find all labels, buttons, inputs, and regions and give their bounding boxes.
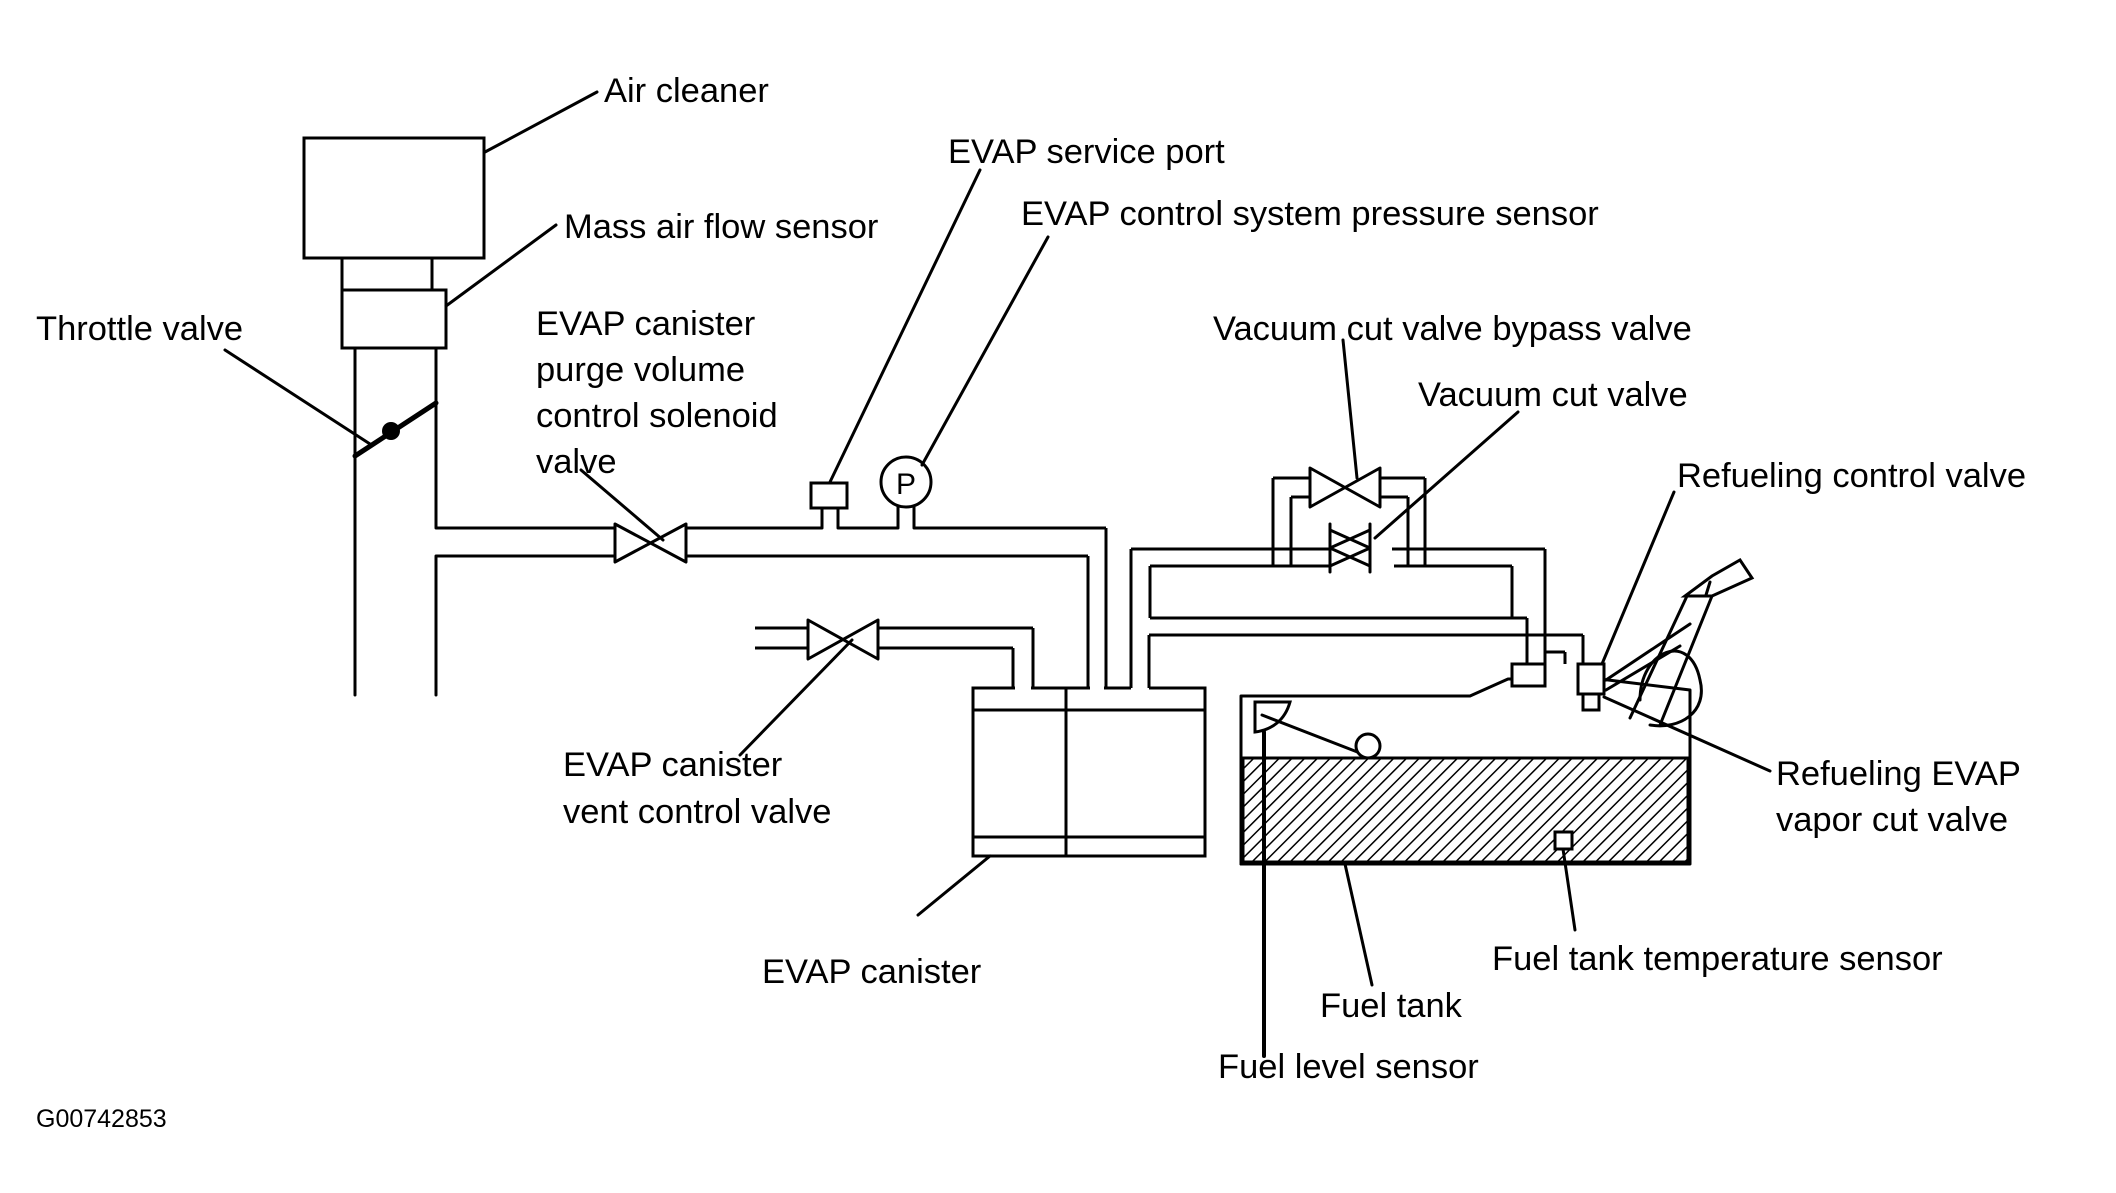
label-evap-canister: EVAP canister xyxy=(762,953,981,991)
mass-air-flow-sensor xyxy=(340,288,448,350)
evap-service-port xyxy=(809,481,849,530)
purge-volume-control-solenoid-valve xyxy=(613,522,688,564)
label-vent-control-valve-line1: EVAP canister xyxy=(563,746,782,784)
vacuum-cut-valve-bypass-valve xyxy=(1308,466,1382,509)
air-cleaner xyxy=(302,136,486,260)
throttle-valve xyxy=(352,400,439,459)
purge-line xyxy=(436,526,1108,688)
refueling-evap-vapor-cut-valve xyxy=(1576,662,1606,712)
fuel-tank-temperature-sensor xyxy=(1553,830,1574,851)
pressure-sensor-symbol: P xyxy=(896,468,916,501)
fuel-tank xyxy=(1239,677,1692,866)
label-vacuum-cut-valve: Vacuum cut valve xyxy=(1418,376,1688,414)
intake-duct xyxy=(340,256,438,697)
label-fuel-level-sensor: Fuel level sensor xyxy=(1218,1048,1479,1086)
label-purge-valve-line4: valve xyxy=(536,443,617,481)
label-fuel-tank: Fuel tank xyxy=(1320,987,1463,1025)
label-purge-valve-line3: control solenoid xyxy=(536,397,778,435)
label-throttle-valve: Throttle valve xyxy=(36,310,243,348)
refueling-control-valve xyxy=(1510,662,1547,688)
evap-pressure-sensor: P xyxy=(879,455,933,530)
fuel-level-sensor xyxy=(1253,700,1382,1058)
label-refueling-vapor-cut-line2: vapor cut valve xyxy=(1776,801,2008,839)
label-purge-valve-line2: purge volume xyxy=(536,351,745,389)
label-evap-service-port: EVAP service port xyxy=(948,133,1225,171)
label-refueling-control-valve: Refueling control valve xyxy=(1677,457,2026,495)
label-vent-control-valve-line2: vent control valve xyxy=(563,793,831,831)
evap-canister xyxy=(971,685,1207,858)
label-fuel-tank-temperature-sensor: Fuel tank temperature sensor xyxy=(1492,940,1943,978)
filler-neck xyxy=(1604,558,1755,728)
label-purge-valve-line1: EVAP canister xyxy=(536,305,755,343)
label-refueling-vapor-cut-line1: Refueling EVAP xyxy=(1776,755,2021,793)
label-air-cleaner: Air cleaner xyxy=(604,72,769,110)
vent-line xyxy=(755,626,1035,688)
figure-code: G00742853 xyxy=(36,1105,167,1133)
evap-canister-vent-control-valve xyxy=(806,618,880,661)
label-vacuum-cut-bypass-valve: Vacuum cut valve bypass valve xyxy=(1213,310,1692,348)
leader-lines xyxy=(223,90,1772,987)
label-evap-pressure-sensor: EVAP control system pressure sensor xyxy=(1021,195,1599,233)
label-mass-air-flow-sensor: Mass air flow sensor xyxy=(564,208,878,246)
